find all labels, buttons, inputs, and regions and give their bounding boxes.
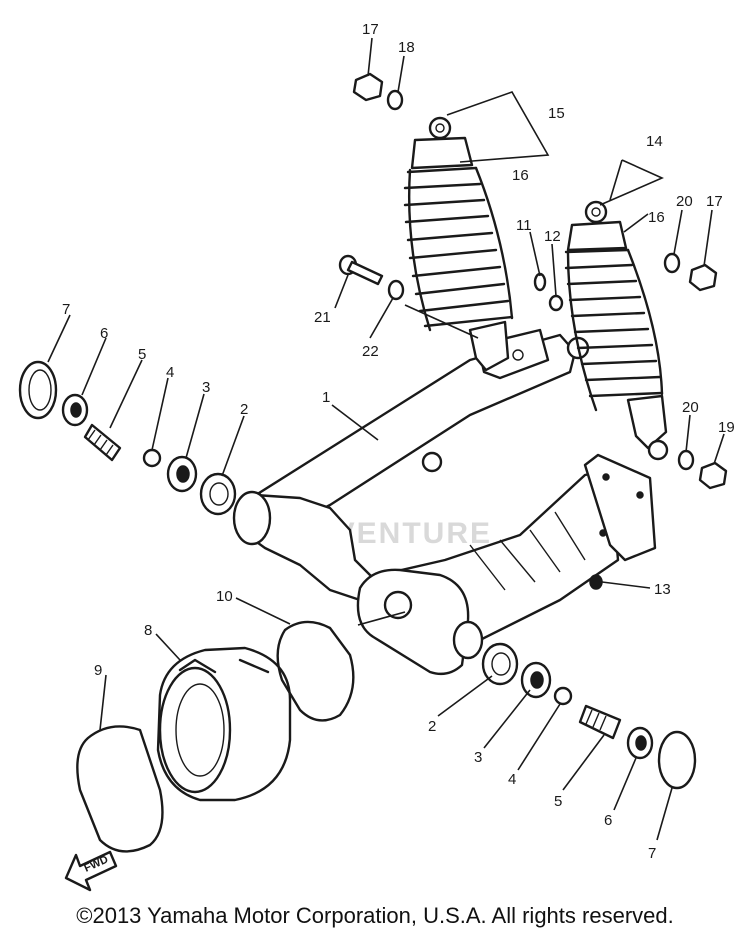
callout-5b: 5 xyxy=(554,793,562,810)
rear-shock-absorber-right[interactable] xyxy=(564,200,669,461)
rear-shock-absorber-left[interactable] xyxy=(403,116,514,372)
swingarm[interactable] xyxy=(232,328,657,676)
callout-17b: 17 xyxy=(706,193,723,210)
washer-18[interactable] xyxy=(386,89,404,111)
bolt-21[interactable] xyxy=(338,254,384,286)
callout-16a: 16 xyxy=(512,167,529,184)
bearing-left[interactable] xyxy=(199,472,237,516)
callout-10: 10 xyxy=(216,588,233,605)
callout-3b: 3 xyxy=(474,749,482,766)
gasket-10[interactable] xyxy=(276,620,355,722)
callout-2b: 2 xyxy=(428,718,436,735)
callout-21: 21 xyxy=(314,309,331,326)
callout-7a: 7 xyxy=(62,301,70,318)
callout-6a: 6 xyxy=(100,325,108,342)
nut-17-left[interactable] xyxy=(352,72,384,102)
callout-1: 1 xyxy=(322,389,330,406)
callout-12: 12 xyxy=(544,228,561,245)
callout-2a: 2 xyxy=(240,401,248,418)
callout-15: 15 xyxy=(548,105,565,122)
callout-16b: 16 xyxy=(648,209,665,226)
fwd-arrow-icon: FWD xyxy=(64,850,118,892)
swingarm-exploded-diagram: LEADVENTURE xyxy=(18,21,735,892)
callout-4b: 4 xyxy=(508,771,516,788)
pivot-shaft-left[interactable] xyxy=(83,423,122,462)
washer-12[interactable] xyxy=(548,294,564,312)
washer-left[interactable] xyxy=(142,448,162,468)
callout-3a: 3 xyxy=(202,379,210,396)
oil-seal-left[interactable] xyxy=(166,455,198,493)
bolt-11[interactable] xyxy=(533,272,547,292)
callout-7b: 7 xyxy=(648,845,656,862)
callout-18: 18 xyxy=(398,39,415,56)
callout-20b: 20 xyxy=(682,399,699,416)
callout-11: 11 xyxy=(516,217,532,234)
pivot-shaft-right[interactable] xyxy=(578,704,622,740)
washer-20-lower[interactable] xyxy=(677,449,695,471)
callout-22: 22 xyxy=(362,343,379,360)
callout-8: 8 xyxy=(144,622,152,639)
copyright-notice: ©2013 Yamaha Motor Corporation, U.S.A. A… xyxy=(76,903,674,928)
callout-14: 14 xyxy=(646,133,663,150)
nut-right[interactable] xyxy=(626,726,654,760)
cap-right[interactable] xyxy=(657,730,697,790)
callout-labels: 17 18 15 16 14 11 12 16 20 17 21 22 7 6 … xyxy=(62,21,735,862)
washer-right[interactable] xyxy=(553,686,573,706)
callout-6b: 6 xyxy=(604,812,612,829)
callout-20a: 20 xyxy=(676,193,693,210)
bearing-right[interactable] xyxy=(481,642,519,686)
bolt-13[interactable] xyxy=(589,574,603,590)
cap-left[interactable] xyxy=(18,360,58,420)
washer-22[interactable] xyxy=(387,279,405,301)
callout-13: 13 xyxy=(654,581,671,598)
washer-20-upper[interactable] xyxy=(663,252,681,274)
final-drive-cover[interactable] xyxy=(156,646,292,802)
oil-seal-right[interactable] xyxy=(520,661,552,699)
nut-19[interactable] xyxy=(698,461,728,490)
callout-9: 9 xyxy=(94,662,102,679)
callout-17a: 17 xyxy=(362,21,379,38)
leader-lines xyxy=(47,37,725,841)
callout-19: 19 xyxy=(718,419,735,436)
nut-left[interactable] xyxy=(61,393,89,427)
nut-17-right[interactable] xyxy=(688,263,718,292)
callout-4a: 4 xyxy=(166,364,174,381)
gasket-9[interactable] xyxy=(76,725,164,853)
callout-5a: 5 xyxy=(138,346,146,363)
